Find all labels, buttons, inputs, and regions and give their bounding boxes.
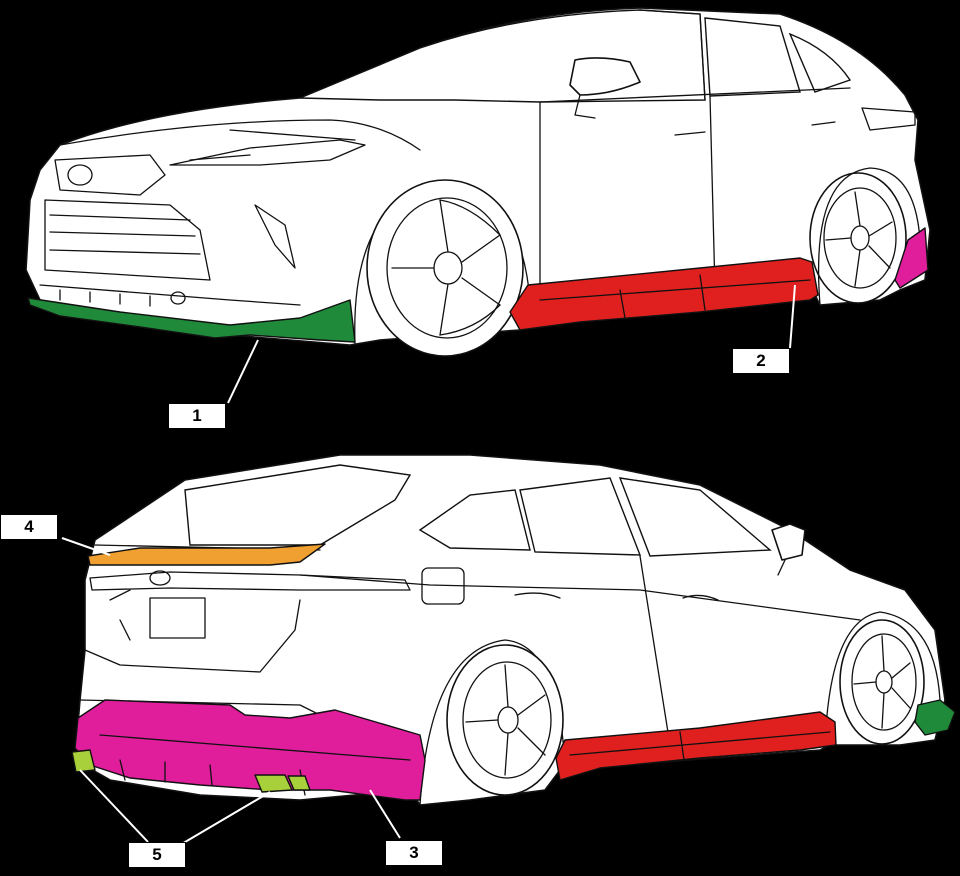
trunk-spoiler-part xyxy=(87,543,326,566)
callout-4-label: 4 xyxy=(0,514,58,540)
rear-diffuser-side-part xyxy=(894,227,929,289)
front-lip-bottom-part xyxy=(914,699,956,736)
front-view-car xyxy=(25,7,931,404)
rear-wheel-bottom xyxy=(446,644,564,796)
exhaust-finisher-right-part xyxy=(254,774,311,793)
rear-diffuser-part xyxy=(74,699,426,801)
front-lip-part xyxy=(27,297,356,343)
rear-wheel-top xyxy=(809,172,907,304)
side-skirt-bottom-part xyxy=(555,711,837,781)
front-wheel-top xyxy=(366,179,524,357)
callout-5-label: 5 xyxy=(128,842,186,868)
callout-2-label: 2 xyxy=(732,348,790,374)
callout-3-label: 3 xyxy=(385,840,443,866)
exhaust-finisher-left-part xyxy=(71,749,96,773)
side-skirt-part xyxy=(509,257,819,331)
callout-1-label: 1 xyxy=(168,403,226,429)
front-wheel-bottom xyxy=(839,619,925,745)
rear-view-car xyxy=(61,454,956,846)
